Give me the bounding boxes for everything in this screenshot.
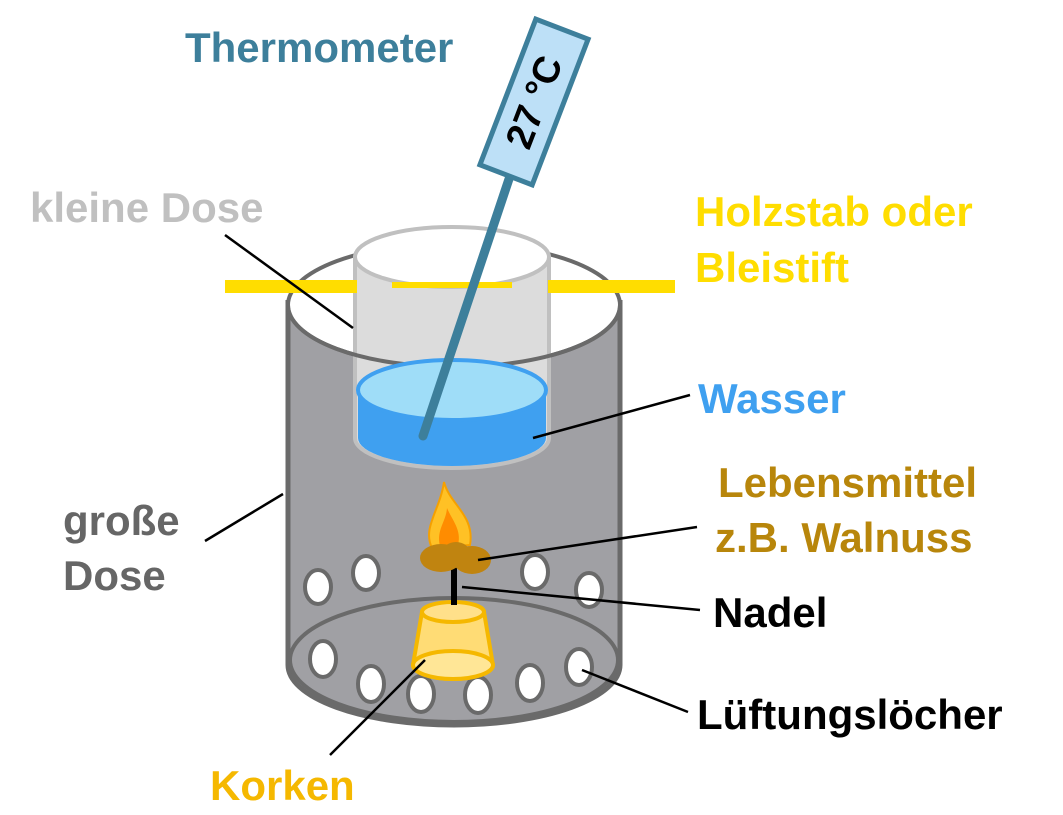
label-luftungsloecher: Lüftungslöcher [697,691,1003,738]
vent-hole [520,553,550,591]
vent-hole [574,571,604,609]
label-kleine-dose: kleine Dose [30,184,263,231]
leader-kleine-dose [224,233,354,330]
leader-korken [329,659,426,756]
label-holzstab-line1: Holzstab oder [695,188,973,235]
stick-left [225,280,357,293]
vent-hole [308,639,338,679]
thermometer-rod [418,165,517,441]
label-lebensmittel-line2: z.B. Walnuss [715,514,972,561]
leader-nadel [461,585,701,612]
flame-icon [428,481,472,550]
vent-hole [303,568,333,606]
walnut [420,542,491,574]
stick-inner [392,282,512,288]
vent-hole [515,663,545,703]
leader-lebensmittel [477,525,698,562]
leader-lines [204,233,701,756]
vent-hole [564,647,594,687]
vent-hole [406,674,436,714]
vent-hole [463,675,493,715]
leader-luftungsloecher [581,668,689,714]
thermometer-head: 27 °C [476,15,592,189]
cork [410,600,496,681]
leader-wasser [532,393,691,440]
stick-right [548,280,675,293]
label-wasser: Wasser [698,375,846,422]
label-grosse-dose-line1: große [63,497,180,544]
cork-bottom [411,649,495,681]
vent-hole [351,554,381,592]
label-grosse-dose-line2: Dose [63,552,166,599]
label-holzstab-line2: Bleistift [695,244,849,291]
wooden-stick [225,280,675,293]
label-nadel: Nadel [713,589,827,636]
vent-hole [356,664,386,704]
small-can-opening [353,225,551,289]
label-thermometer: Thermometer [185,24,453,71]
ventilation-holes [303,553,604,715]
water [356,358,548,466]
label-korken: Korken [210,762,355,809]
leader-grosse-dose [204,492,284,543]
label-lebensmittel-line1: Lebensmittel [718,459,977,506]
